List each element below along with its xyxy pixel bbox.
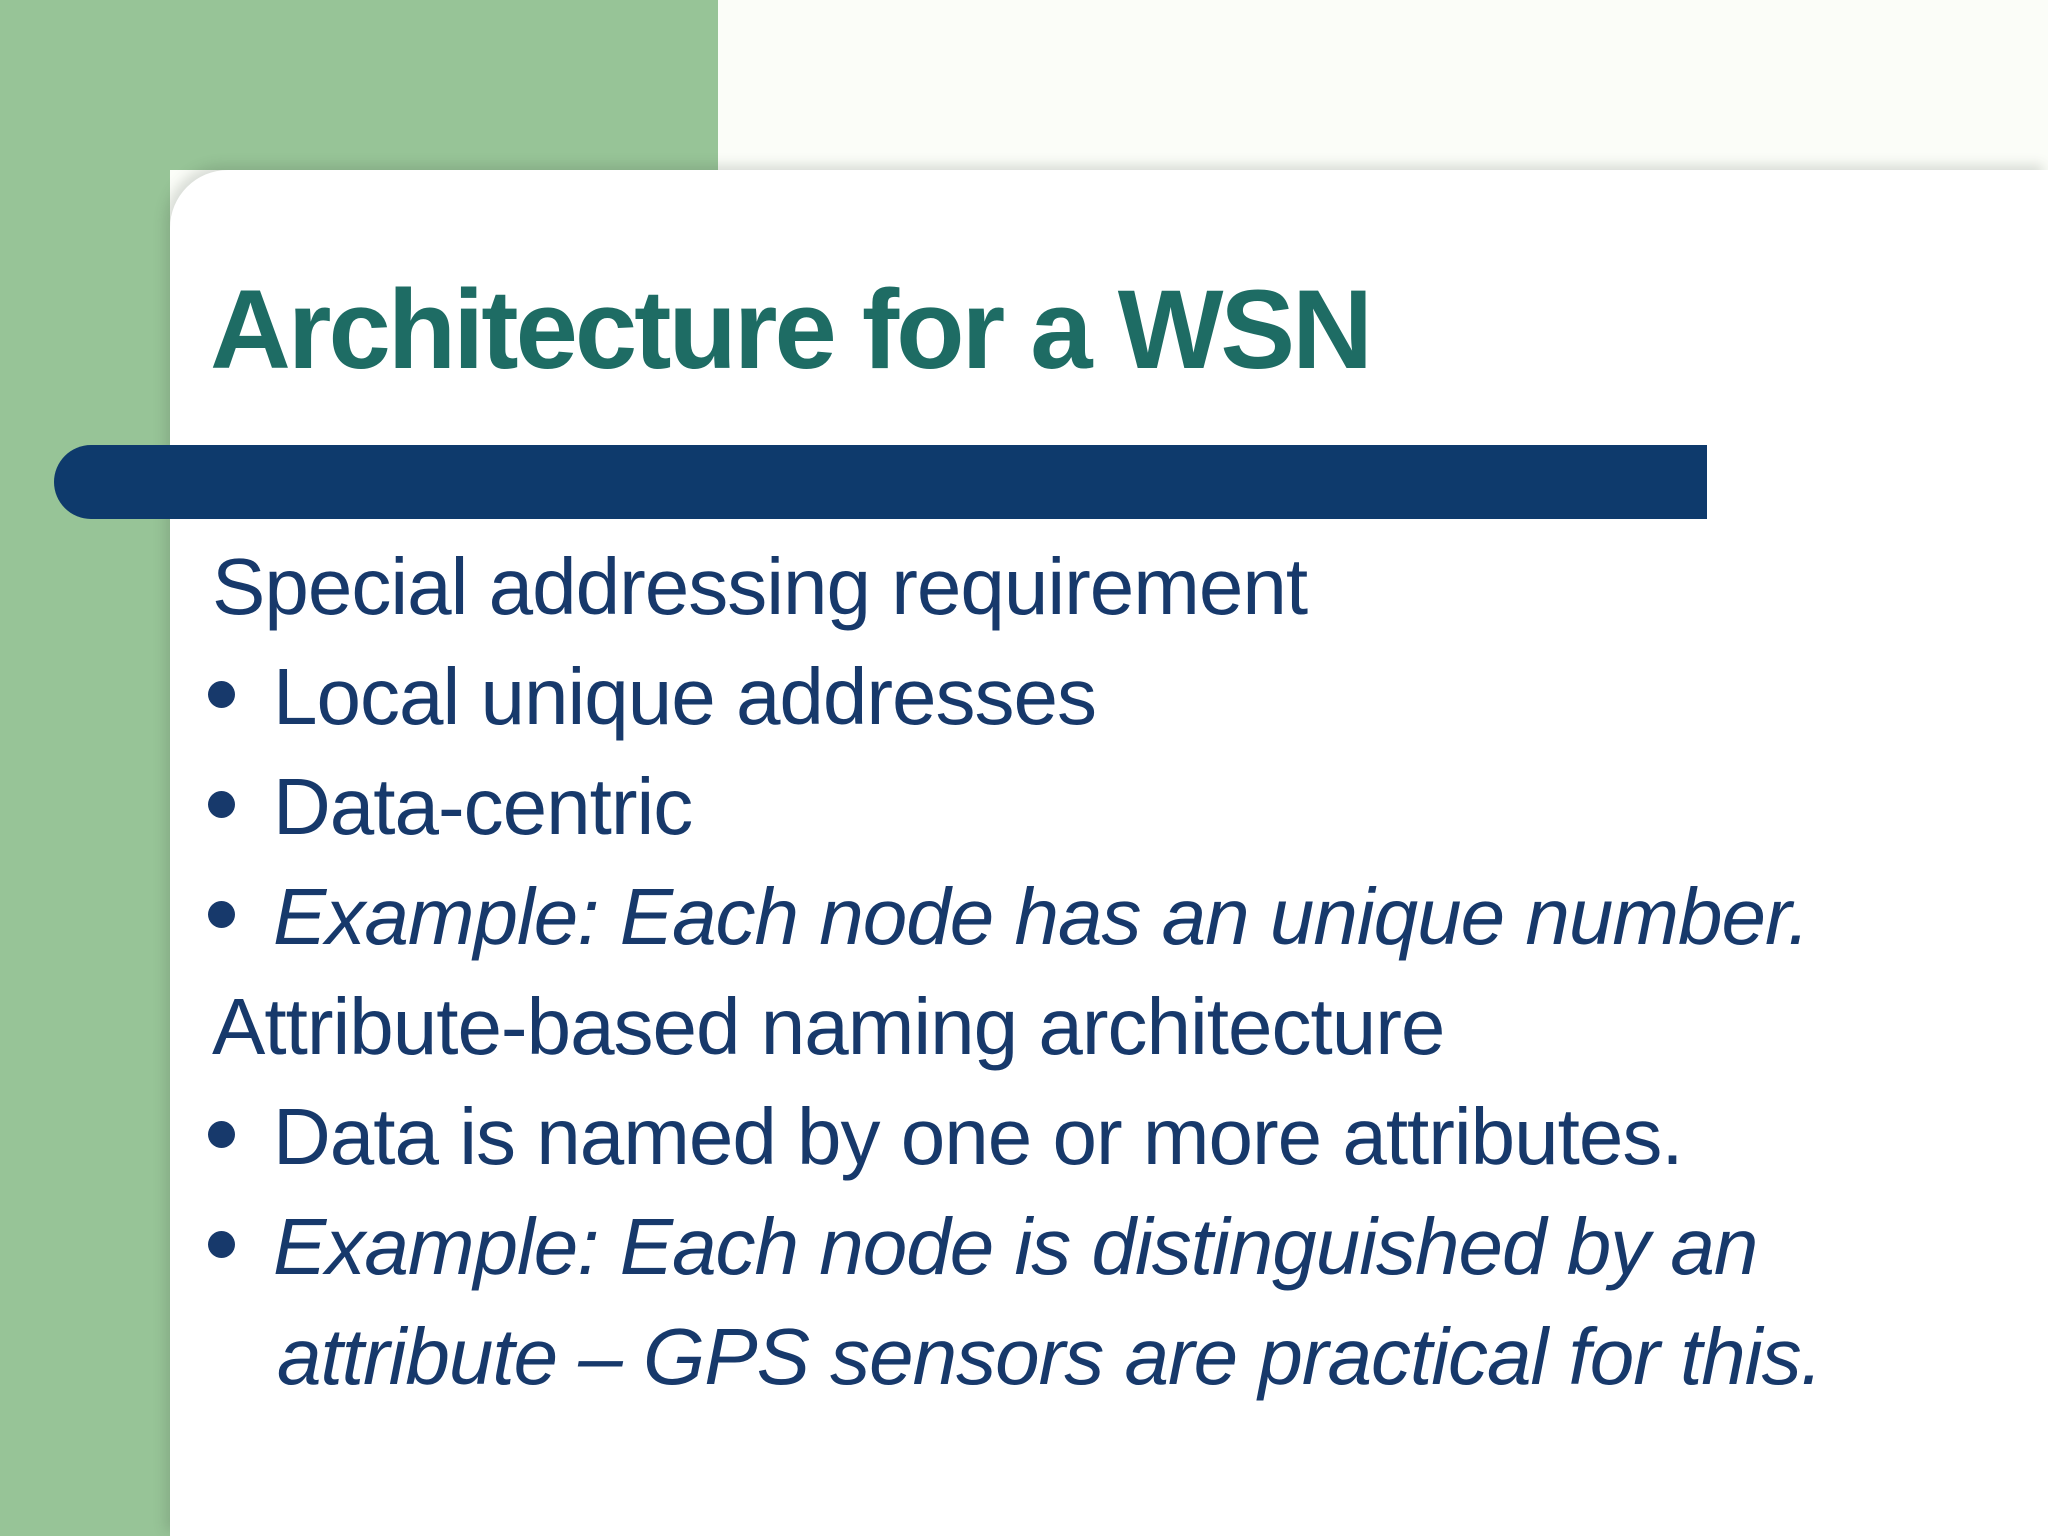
content-card (170, 170, 2048, 1536)
text-line: Special addressing requirement (208, 532, 2008, 642)
text-line: Example: Each node is distinguished by a… (208, 1192, 2008, 1302)
bullet-icon (208, 1231, 235, 1258)
text-line: attribute – GPS sensors are practical fo… (208, 1302, 2008, 1412)
text-line: Attribute-based naming architecture (208, 972, 2008, 1082)
green-accent-left-strip (0, 0, 170, 1536)
text-line: Example: Each node has an unique number. (208, 862, 2008, 972)
line-text: Attribute-based naming architecture (212, 982, 1445, 1071)
text-line: Data is named by one or more attributes. (208, 1082, 2008, 1192)
text-line: Local unique addresses (208, 642, 2008, 752)
line-text: Example: Each node is distinguished by a… (273, 1202, 1758, 1291)
line-text: Local unique addresses (273, 652, 1097, 741)
bullet-icon (208, 681, 235, 708)
title-underline-bar (54, 445, 1707, 519)
bullet-icon (208, 791, 235, 818)
line-text: Example: Each node has an unique number. (273, 872, 1810, 961)
bullet-icon (208, 1121, 235, 1148)
bullet-icon (208, 901, 235, 928)
line-text: Special addressing requirement (212, 542, 1308, 631)
line-text: attribute – GPS sensors are practical fo… (277, 1312, 1823, 1401)
slide-title: Architecture for a WSN (210, 267, 1373, 392)
line-text: Data is named by one or more attributes. (273, 1092, 1684, 1181)
body-text: Special addressing requirement Local uni… (208, 532, 2008, 1412)
line-text: Data-centric (273, 762, 693, 851)
text-line: Data-centric (208, 752, 2008, 862)
